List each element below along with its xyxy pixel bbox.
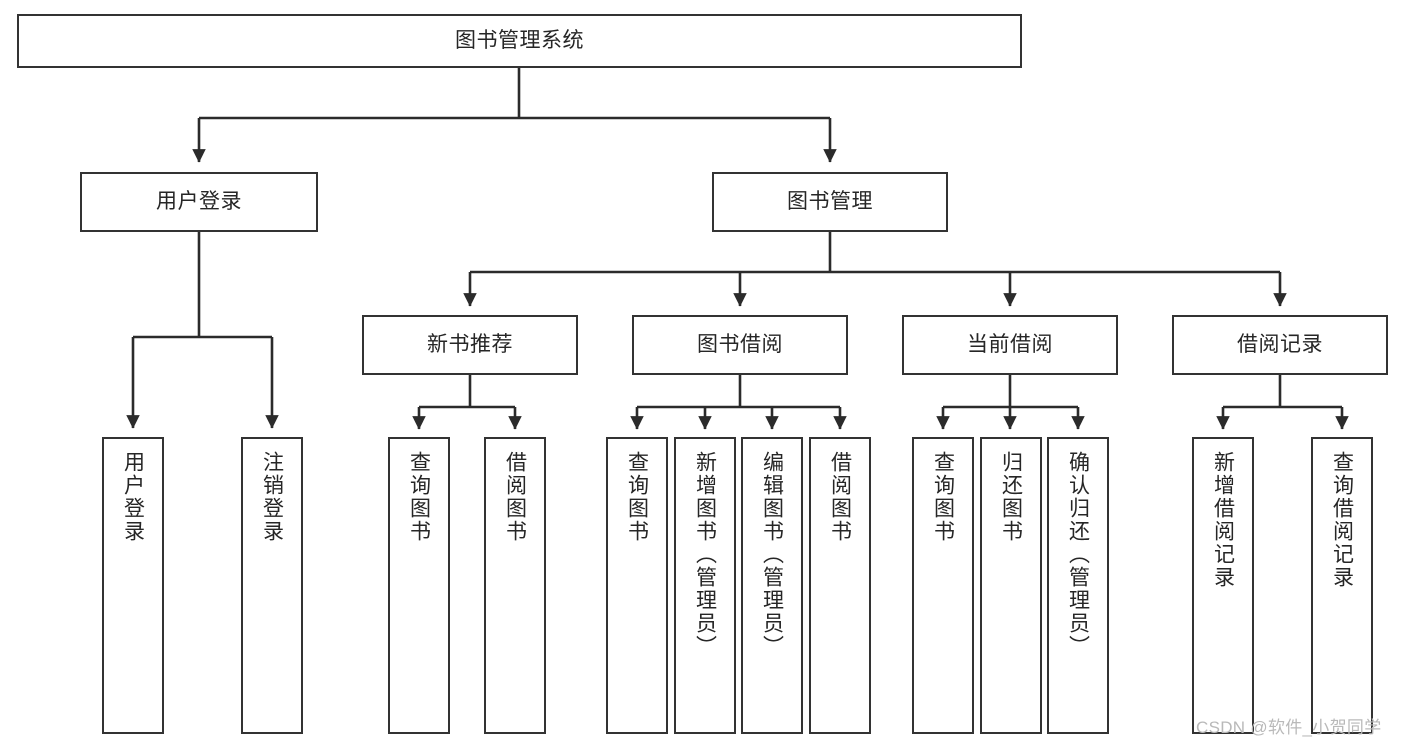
node-leaf-add-book[interactable]: 新增图书（管理员）: [674, 437, 736, 734]
node-leaf-query-book-1-label: 查询图书: [407, 451, 431, 543]
node-borrow-record-label: 借阅记录: [1237, 332, 1323, 356]
node-leaf-query-book-2-label: 查询图书: [625, 451, 649, 543]
node-book-borrow-label: 图书借阅: [697, 332, 783, 356]
node-current-borrow-label: 当前借阅: [967, 332, 1053, 356]
node-borrow-record[interactable]: 借阅记录: [1172, 315, 1388, 375]
node-leaf-borrow-book-1-label: 借阅图书: [503, 451, 527, 543]
node-new-book-recommend-label: 新书推荐: [427, 332, 513, 356]
watermark-label: CSDN @软件_小贺同学: [1196, 718, 1382, 737]
node-leaf-query-record-label: 查询借阅记录: [1330, 451, 1354, 589]
node-book-manage-label: 图书管理: [787, 189, 873, 213]
node-root-label: 图书管理系统: [455, 28, 584, 52]
node-user-login-label: 用户登录: [156, 189, 242, 213]
node-root[interactable]: 图书管理系统: [17, 14, 1022, 68]
node-leaf-return-book-label: 归还图书: [999, 451, 1023, 543]
node-current-borrow[interactable]: 当前借阅: [902, 315, 1118, 375]
node-leaf-confirm-return[interactable]: 确认归还（管理员）: [1047, 437, 1109, 734]
node-leaf-return-book[interactable]: 归还图书: [980, 437, 1042, 734]
node-leaf-query-book-1[interactable]: 查询图书: [388, 437, 450, 734]
node-leaf-query-book-3-label: 查询图书: [931, 451, 955, 543]
node-leaf-confirm-return-label: 确认归还（管理员）: [1066, 451, 1090, 658]
node-leaf-user-login[interactable]: 用户登录: [102, 437, 164, 734]
node-leaf-query-book-2[interactable]: 查询图书: [606, 437, 668, 734]
node-leaf-logout-login-label: 注销登录: [260, 451, 284, 543]
node-leaf-borrow-book-2[interactable]: 借阅图书: [809, 437, 871, 734]
node-leaf-add-book-label: 新增图书（管理员）: [693, 451, 717, 658]
node-new-book-recommend[interactable]: 新书推荐: [362, 315, 578, 375]
node-leaf-add-record-label: 新增借阅记录: [1211, 451, 1235, 589]
node-leaf-user-login-label: 用户登录: [121, 451, 145, 543]
node-leaf-logout-login[interactable]: 注销登录: [241, 437, 303, 734]
node-leaf-add-record[interactable]: 新增借阅记录: [1192, 437, 1254, 734]
node-leaf-borrow-book-2-label: 借阅图书: [828, 451, 852, 543]
node-leaf-edit-book[interactable]: 编辑图书（管理员）: [741, 437, 803, 734]
node-user-login[interactable]: 用户登录: [80, 172, 318, 232]
node-leaf-query-book-3[interactable]: 查询图书: [912, 437, 974, 734]
node-book-borrow[interactable]: 图书借阅: [632, 315, 848, 375]
node-leaf-query-record[interactable]: 查询借阅记录: [1311, 437, 1373, 734]
node-leaf-borrow-book-1[interactable]: 借阅图书: [484, 437, 546, 734]
node-leaf-edit-book-label: 编辑图书（管理员）: [760, 451, 784, 658]
node-book-manage[interactable]: 图书管理: [712, 172, 948, 232]
